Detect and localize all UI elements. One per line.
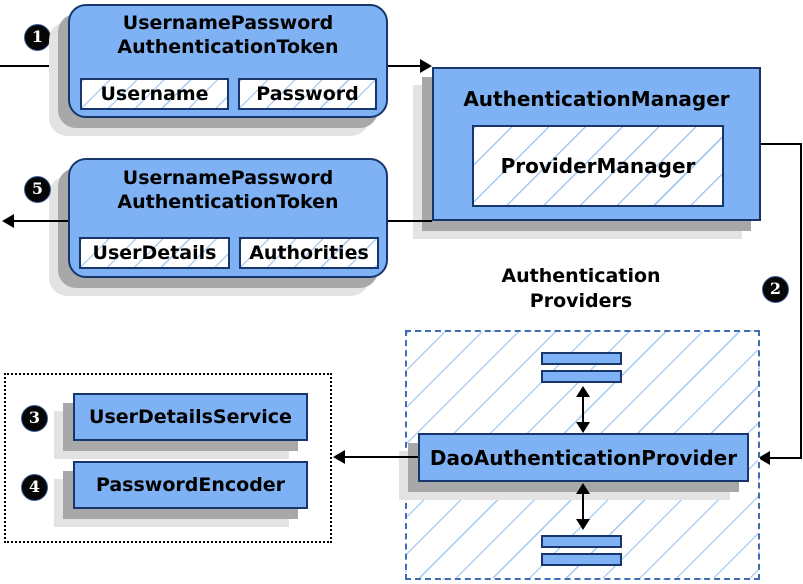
double-arrow-bottom-up-icon <box>576 483 590 494</box>
double-arrow-top-down-icon <box>576 422 590 433</box>
result-token-title: UsernamePassword AuthenticationToken <box>70 166 386 214</box>
user-details-service-box: UserDetailsService <box>73 393 308 441</box>
provider-stack-top-bar1 <box>541 352 622 365</box>
password-field-box: Password <box>238 78 377 110</box>
flow-line-step1-in <box>0 65 68 67</box>
request-token-title-line1: UsernamePassword <box>122 12 334 34</box>
provider-stack-bottom-bar2 <box>541 553 622 566</box>
authentication-providers-label-line2: Providers <box>529 290 633 312</box>
provider-stack-bottom-bar1 <box>541 535 622 548</box>
result-token-box: UsernamePassword AuthenticationToken Use… <box>68 158 388 278</box>
arrowhead-step5-icon <box>2 214 14 228</box>
flow-line-step2-horizontal-bottom <box>770 457 802 459</box>
step-5-badge: 5 <box>24 176 51 203</box>
step-4-badge: 4 <box>21 474 48 501</box>
authorities-field-box: Authorities <box>239 237 379 269</box>
arrowhead-into-beans-icon <box>333 450 345 464</box>
request-token-box: UsernamePassword AuthenticationToken Use… <box>68 4 388 118</box>
step-2-badge: 2 <box>762 276 789 303</box>
provider-manager-box: ProviderManager <box>472 125 724 207</box>
double-arrow-bottom-line <box>582 492 584 522</box>
authentication-providers-label-line1: Authentication <box>501 265 661 287</box>
step-1-badge: 1 <box>24 24 51 51</box>
double-arrow-top-line <box>582 395 584 425</box>
authentication-providers-label: Authentication Providers <box>481 264 681 314</box>
double-arrow-bottom-down-icon <box>576 519 590 530</box>
flow-line-step2-vertical <box>800 143 802 458</box>
flow-line-step2-horizontal-top <box>761 143 802 145</box>
user-details-field-box: UserDetails <box>79 237 230 269</box>
arrowhead-into-manager-icon <box>420 59 432 73</box>
flow-line-token-to-manager <box>388 65 422 67</box>
authentication-manager-title: AuthenticationManager <box>463 87 730 111</box>
request-token-title-line2: AuthenticationToken <box>117 36 339 58</box>
arrowhead-into-dao-icon <box>758 451 770 465</box>
flow-line-manager-to-result <box>388 220 432 222</box>
password-encoder-box: PasswordEncoder <box>73 461 308 509</box>
result-token-title-line2: AuthenticationToken <box>117 191 339 213</box>
result-token-title-line1: UsernamePassword <box>122 167 334 189</box>
provider-stack-top-bar2 <box>541 370 622 383</box>
step-3-badge: 3 <box>21 405 48 432</box>
request-token-title: UsernamePassword AuthenticationToken <box>70 11 386 59</box>
username-field-box: Username <box>80 78 229 110</box>
double-arrow-top-up-icon <box>576 386 590 397</box>
flow-line-step5-out <box>12 220 68 222</box>
flow-line-dao-to-beans <box>345 456 418 458</box>
dao-authentication-provider-box: DaoAuthenticationProvider <box>418 433 749 482</box>
authentication-manager-box: AuthenticationManager ProviderManager <box>432 67 761 221</box>
